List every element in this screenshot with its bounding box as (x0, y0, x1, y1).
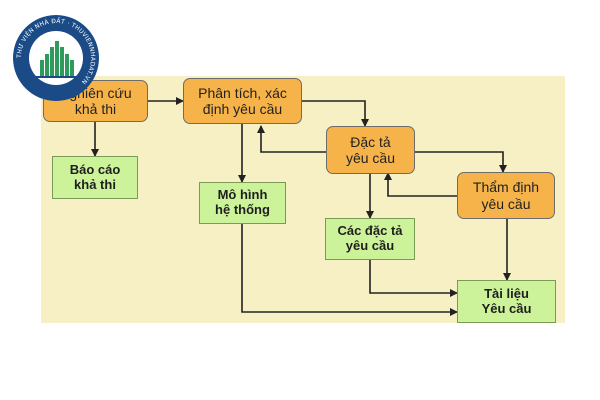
node-feasibility-study: Nghiên cứu khả thi (43, 80, 148, 122)
node-requirement-specs: Các đặc tả yêu cầu (325, 218, 415, 260)
node-requirements-analysis-label: Phân tích, xác định yêu cầu (198, 84, 287, 117)
node-requirements-document: Tài liệu Yêu cầu (457, 280, 556, 323)
edge-specification-to-validation (415, 151, 507, 173)
node-requirements-analysis: Phân tích, xác định yêu cầu (183, 78, 302, 124)
node-requirements-document-label: Tài liệu Yêu cầu (481, 285, 532, 316)
edge-specification-to-analysis (257, 125, 326, 153)
building-logo-icon: THƯ VIỆN NHÀ ĐẤT · THUVIENNHADAT.VN (13, 15, 99, 101)
node-feasibility-report: Báo cáo khả thi (52, 156, 138, 199)
edge-validation-to-specification (384, 172, 457, 197)
node-system-model-label: Mô hình hệ thống (215, 187, 270, 217)
node-system-model: Mô hình hệ thống (199, 182, 286, 224)
node-requirements-validation-label: Thẩm định yêu cầu (472, 179, 540, 212)
node-feasibility-report-label: Báo cáo khả thi (69, 161, 121, 192)
edge-model-to-document (241, 224, 458, 316)
edge-analysis-to-specification (302, 100, 369, 127)
node-requirements-specification: Đặc tả yêu cầu (326, 126, 415, 174)
node-requirement-specs-label: Các đặc tả yêu cầu (337, 223, 403, 253)
edge-specs-to-document (369, 260, 458, 297)
node-requirements-validation: Thẩm định yêu cầu (457, 172, 555, 219)
node-requirements-specification-label: Đặc tả yêu cầu (345, 133, 396, 166)
